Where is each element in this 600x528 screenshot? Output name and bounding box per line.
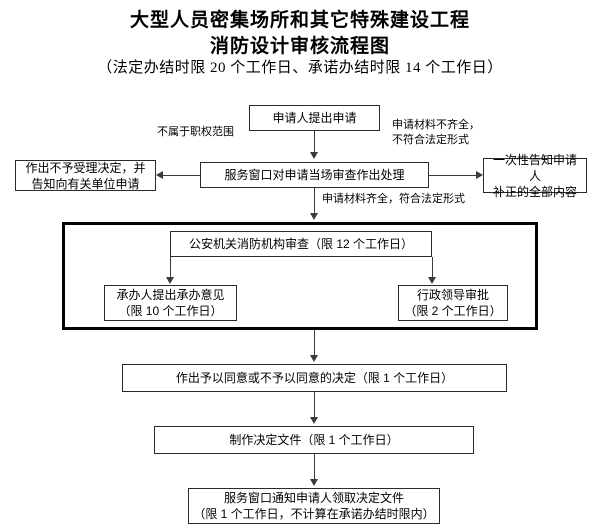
node-leader-approval: 行政领导审批 （限 2 个工作日） <box>398 285 508 321</box>
node-reject-decision: 作出不予受理决定，并 告知向有关单位申请 <box>15 160 156 191</box>
title-line-1: 大型人员密集场所和其它特殊建设工程 <box>129 10 470 31</box>
arrowhead-consent-to-document <box>310 417 318 424</box>
title-line-2: 消防设计审核流程图 <box>209 36 390 57</box>
arrowhead-document-to-notify <box>310 479 318 486</box>
node-notify-pickup: 服务窗口通知申请人领取决定文件 （限 1 个工作日，不计算在承诺办结时限内） <box>188 488 440 524</box>
connector-window-to-reject <box>163 175 200 176</box>
node-service-window-review: 服务窗口对申请当场审查作出处理 <box>200 162 429 188</box>
chart-subtitle: （法定办结时限 20 个工作日、承诺办结时限 14 个工作日） <box>97 60 503 76</box>
chart-title: 大型人员密集场所和其它特殊建设工程 消防设计审核流程图 <box>0 8 600 60</box>
connector-document-to-notify <box>314 454 315 481</box>
arrowhead-review-to-leader <box>428 277 436 284</box>
node-consent-decision: 作出予以同意或不予以同意的决定（限 1 个工作日） <box>122 364 507 392</box>
connector-window-to-group <box>314 188 315 215</box>
connector-group-to-consent <box>314 330 315 357</box>
node-one-time-notice: 一次性告知申请人 补正的全部内容 <box>483 153 587 199</box>
connector-consent-to-document <box>314 392 315 419</box>
node-make-document: 制作决定文件（限 1 个工作日） <box>154 426 474 454</box>
edge-label-incomplete-materials: 申请材料不齐全， 不符合法定形式 <box>392 119 480 146</box>
node-handler-opinion: 承办人提出承办意见 （限 10 个工作日） <box>104 285 237 321</box>
edge-label-complete-materials: 申请材料齐全，符合法定形式 <box>322 193 465 205</box>
node-applicant-submit: 申请人提出申请 <box>249 105 380 131</box>
arrowhead-window-to-reject <box>156 171 163 179</box>
edge-label-out-of-scope: 不属于职权范围 <box>157 126 234 138</box>
connector-submit-to-window <box>314 131 315 154</box>
arrowhead-group-to-consent <box>310 355 318 362</box>
arrowhead-window-to-notice <box>476 171 483 179</box>
connector-review-down-right <box>432 257 433 279</box>
node-fire-agency-review: 公安机关消防机构审查（限 12 个工作日） <box>170 231 432 257</box>
arrowhead-window-to-group <box>310 213 318 220</box>
connector-review-down-left <box>170 257 171 279</box>
arrowhead-submit-to-window <box>310 152 318 159</box>
connector-window-to-notice <box>429 175 476 176</box>
arrowhead-review-to-handler <box>166 277 174 284</box>
